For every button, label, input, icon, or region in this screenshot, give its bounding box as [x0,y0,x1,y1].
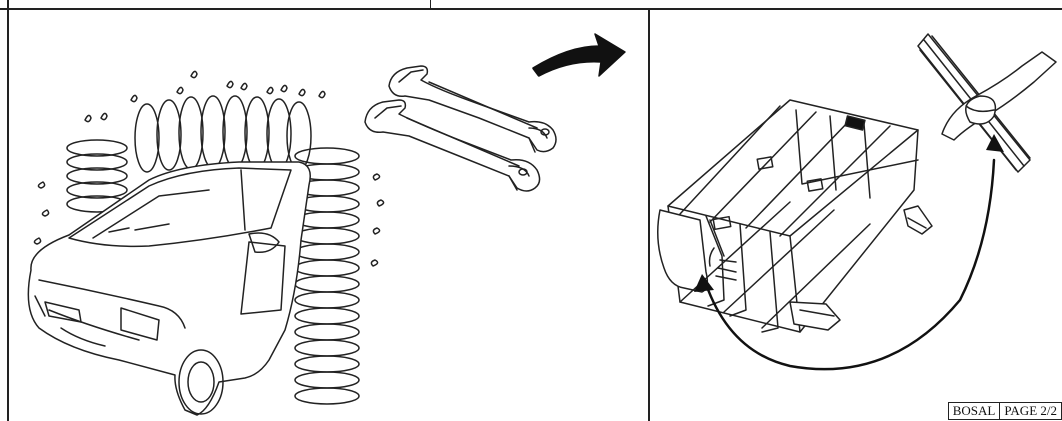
page-number: PAGE 2/2 [999,403,1061,419]
panel-divider [648,8,650,421]
left-border [7,0,9,421]
strapped-bundle-icon [657,99,933,333]
right-panel [650,10,1062,421]
car-wash-icon [33,70,385,405]
brand-label: BOSAL [952,403,996,418]
strapping-illustration [657,33,1057,371]
top-divider-tick [430,0,431,9]
left-panel [9,10,648,421]
car-wash-illustration [27,33,626,416]
roof-bars-icon [364,65,557,192]
knot-icon [917,33,1057,173]
arrow-icon [532,33,626,77]
arrow-icon [704,158,996,371]
arrow-head-up [694,134,1004,292]
page-footer: BOSAL PAGE 2/2 [947,402,1062,420]
car-outline [27,161,311,416]
top-border [0,8,1062,10]
